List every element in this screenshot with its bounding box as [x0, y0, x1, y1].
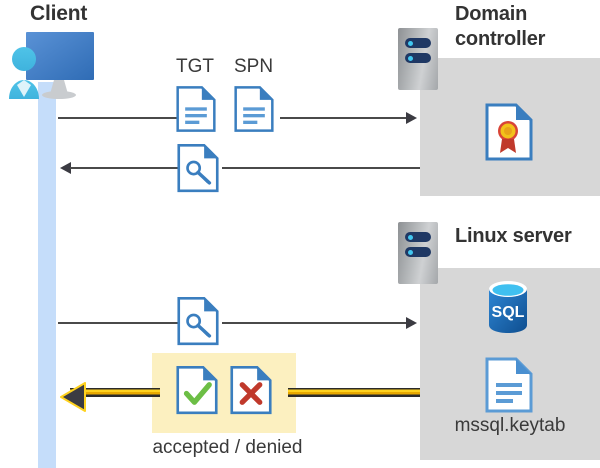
- flow-line-present-left: [58, 322, 178, 324]
- flow-arrowhead-request: [406, 112, 417, 124]
- flow-arrowhead-issue: [60, 162, 71, 174]
- key-document-icon: [177, 295, 219, 352]
- text-document-icon: [485, 357, 533, 418]
- result-line-right: [288, 388, 420, 397]
- text-document-icon: [234, 84, 274, 139]
- flow-arrowhead-present: [406, 317, 417, 329]
- sql-database-text: SQL: [492, 304, 525, 321]
- result-arrowhead: [60, 382, 86, 417]
- flow-line-present-right: [222, 322, 408, 324]
- result-caption: accepted / denied: [152, 437, 303, 458]
- spn-label: SPN: [234, 56, 274, 77]
- document-check-icon: [176, 363, 218, 422]
- client-lifeline: [38, 82, 56, 468]
- result-line-left: [70, 388, 160, 397]
- linux-server-title: Linux server: [455, 225, 572, 247]
- server-rack-icon: [398, 222, 438, 284]
- user-monitor-icon: [4, 28, 104, 99]
- result-highlight-box: [152, 353, 296, 433]
- tgt-label: TGT: [176, 56, 214, 77]
- key-document-icon: [177, 142, 219, 199]
- text-document-icon: [176, 84, 216, 139]
- client-title: Client: [30, 2, 88, 25]
- keytab-label: mssql.keytab: [454, 415, 566, 436]
- flow-line-request-left: [58, 117, 178, 119]
- document-cross-icon: [230, 363, 272, 422]
- sql-database-icon: SQL: [481, 279, 535, 340]
- flow-line-request-right: [280, 117, 408, 119]
- flow-line-issue-left: [70, 167, 178, 169]
- domain-controller-title: Domain controller: [455, 3, 546, 50]
- server-rack-icon: [398, 28, 438, 90]
- certificate-document-icon: [485, 103, 533, 166]
- flow-line-issue-right: [222, 167, 420, 169]
